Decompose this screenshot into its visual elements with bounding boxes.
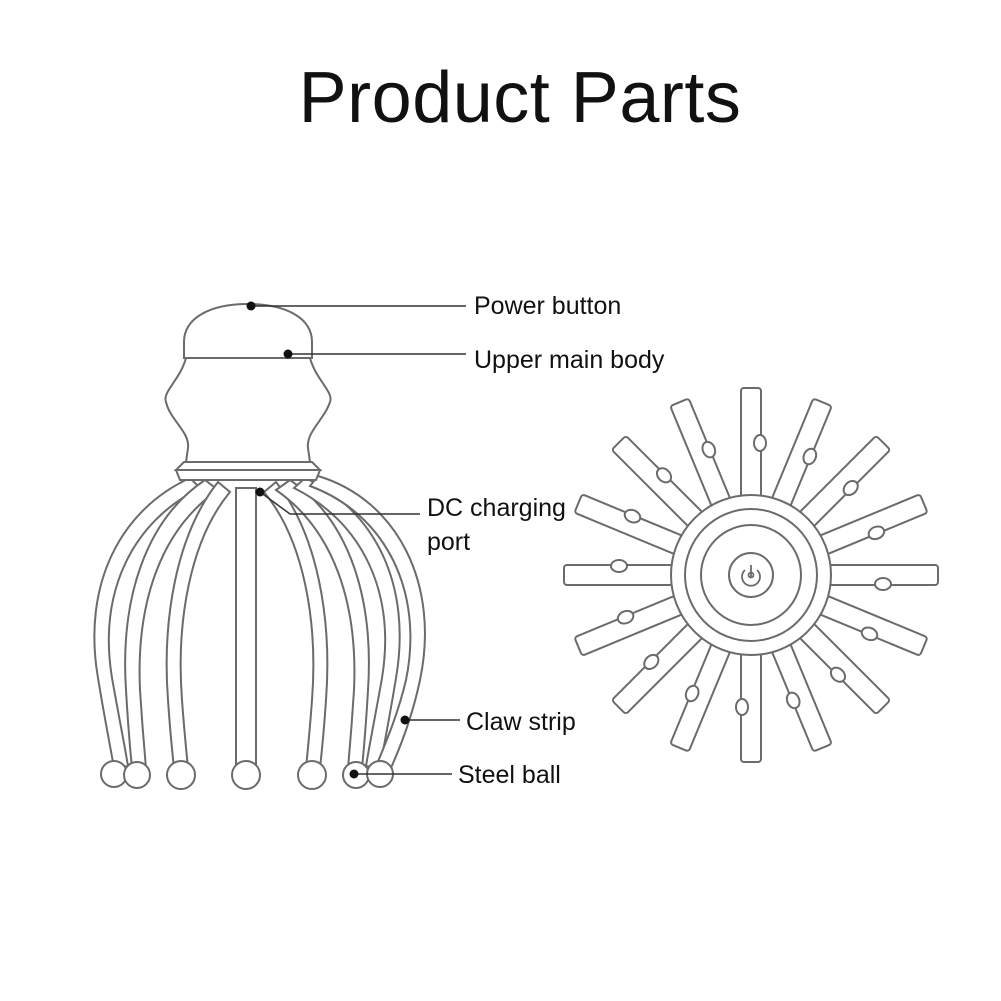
steel-ball xyxy=(735,698,749,716)
label-dc-charging-port-line2: port xyxy=(427,528,471,556)
claw-spoke xyxy=(740,387,767,509)
collar-top xyxy=(173,461,323,471)
claw-spoke xyxy=(817,564,939,591)
steel-ball xyxy=(297,760,327,790)
label-steel-ball: Steel ball xyxy=(458,761,561,789)
steel-ball xyxy=(655,467,673,484)
label-upper-main-body: Upper main body xyxy=(474,346,665,374)
steel-balls xyxy=(100,760,394,790)
steel-ball xyxy=(753,434,767,452)
steel-ball xyxy=(874,577,892,591)
top-view xyxy=(563,387,939,763)
steel-ball xyxy=(684,684,700,703)
steel-ball xyxy=(623,508,642,524)
collar-ring xyxy=(174,469,322,481)
claw-spoke xyxy=(611,435,711,535)
steel-ball xyxy=(616,609,635,625)
steel-ball xyxy=(867,525,886,541)
label-dc-charging-port: DC charging xyxy=(427,494,566,522)
claw-spoke xyxy=(735,641,762,763)
claw-spoke xyxy=(611,615,711,715)
steel-ball xyxy=(842,479,859,497)
steel-ball xyxy=(802,447,818,466)
side-view xyxy=(93,302,426,790)
steel-ball xyxy=(231,760,261,790)
steel-ball xyxy=(860,626,879,642)
steel-ball xyxy=(610,559,628,573)
steel-ball xyxy=(166,760,196,790)
claw-strip xyxy=(235,487,257,769)
page-title: Product Parts xyxy=(298,58,742,138)
steel-ball xyxy=(785,691,801,710)
label-power-button: Power button xyxy=(474,292,622,320)
power-icon xyxy=(741,565,761,587)
leader-lines xyxy=(246,301,466,779)
claw-spoke xyxy=(563,559,685,586)
claw-strips xyxy=(93,474,426,772)
upper-main-body xyxy=(164,357,332,463)
steel-ball xyxy=(123,761,151,789)
steel-ball xyxy=(829,666,847,683)
steel-ball xyxy=(701,440,717,459)
power-button xyxy=(183,302,313,359)
label-claw-strip: Claw strip xyxy=(466,708,576,736)
steel-ball xyxy=(643,653,660,671)
